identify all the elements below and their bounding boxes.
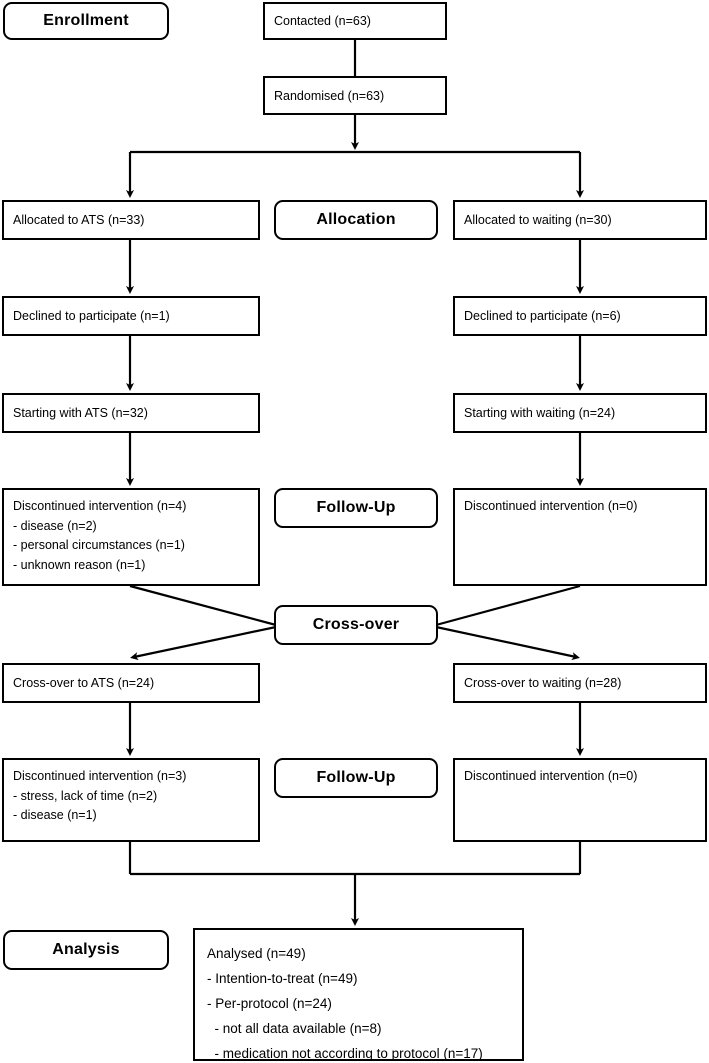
node-analysed-line1: Analysed (n=49)	[207, 946, 306, 961]
node-declined-right: Declined to participate (n=6)	[453, 296, 707, 336]
node-contacted: Contacted (n=63)	[263, 2, 447, 40]
node-discontinued-2-left-line2: - stress, lack of time (n=2)	[13, 788, 158, 803]
node-discontinued-2-left-line1: Discontinued intervention (n=3)	[13, 769, 187, 783]
node-analysed: Analysed (n=49) - Intention-to-treat (n=…	[193, 928, 524, 1061]
node-allocated-ats-text: Allocated to ATS (n=33)	[13, 213, 145, 227]
node-starting-waiting: Starting with waiting (n=24)	[453, 393, 707, 433]
node-discontinued-2-right-line1: Discontinued intervention (n=0)	[464, 769, 638, 783]
stage-label-crossover-text: Cross-over	[312, 616, 400, 633]
node-analysed-line3: - Per-protocol (n=24)	[207, 996, 332, 1011]
node-discontinued-2-left-line3: - disease (n=1)	[13, 808, 97, 822]
node-analysed-line2: - Intention-to-treat (n=49)	[207, 971, 358, 986]
stage-label-crossover: Cross-over	[274, 605, 438, 645]
node-discontinued-1-right: Discontinued intervention (n=0)	[453, 488, 707, 586]
node-contacted-text: Contacted (n=63)	[274, 14, 371, 28]
node-discontinued-1-left-line1: Discontinued intervention (n=4)	[13, 499, 187, 513]
node-declined-right-text: Declined to participate (n=6)	[464, 309, 621, 323]
stage-label-enrollment-text: Enrollment	[43, 12, 129, 29]
node-discontinued-1-left-line2: - disease (n=2)	[13, 518, 97, 533]
node-crossover-ats-text: Cross-over to ATS (n=24)	[13, 676, 155, 690]
node-analysed-line5: - medication not according to protocol (…	[207, 1046, 483, 1061]
stage-label-allocation: Allocation	[274, 200, 438, 240]
node-declined-left: Declined to participate (n=1)	[2, 296, 260, 336]
node-randomised: Randomised (n=63)	[263, 76, 447, 115]
stage-label-analysis: Analysis	[3, 930, 169, 970]
node-randomised-text: Randomised (n=63)	[274, 88, 385, 103]
node-allocated-waiting: Allocated to waiting (n=30)	[453, 200, 707, 240]
node-discontinued-2-left: Discontinued intervention (n=3) - stress…	[2, 758, 260, 842]
node-starting-waiting-text: Starting with waiting (n=24)	[464, 406, 616, 420]
stage-label-followup-2: Follow-Up	[274, 758, 438, 798]
node-allocated-ats: Allocated to ATS (n=33)	[2, 200, 260, 240]
stage-label-followup-1: Follow-Up	[274, 488, 438, 528]
node-discontinued-1-right-line1: Discontinued intervention (n=0)	[464, 499, 638, 513]
node-crossover-waiting: Cross-over to waiting (n=28)	[453, 663, 707, 703]
stage-label-followup-2-text: Follow-Up	[316, 769, 396, 786]
stage-label-allocation-text: Allocation	[316, 211, 396, 228]
stage-label-followup-1-text: Follow-Up	[316, 499, 396, 516]
stage-label-enrollment: Enrollment	[3, 2, 169, 40]
node-declined-left-text: Declined to participate (n=1)	[13, 309, 170, 323]
node-crossover-ats: Cross-over to ATS (n=24)	[2, 663, 260, 703]
node-allocated-waiting-text: Allocated to waiting (n=30)	[464, 213, 612, 227]
node-starting-ats: Starting with ATS (n=32)	[2, 393, 260, 433]
node-analysed-line4: - not all data available (n=8)	[207, 1021, 382, 1036]
node-discontinued-1-left: Discontinued intervention (n=4) - diseas…	[2, 488, 260, 586]
node-discontinued-1-left-line4: - unknown reason (n=1)	[13, 557, 146, 572]
stage-label-analysis-text: Analysis	[52, 941, 120, 958]
node-discontinued-2-right: Discontinued intervention (n=0)	[453, 758, 707, 842]
node-starting-ats-text: Starting with ATS (n=32)	[13, 406, 148, 420]
node-discontinued-1-left-line3: - personal circumstances (n=1)	[13, 538, 185, 552]
node-crossover-waiting-text: Cross-over to waiting (n=28)	[464, 676, 622, 690]
